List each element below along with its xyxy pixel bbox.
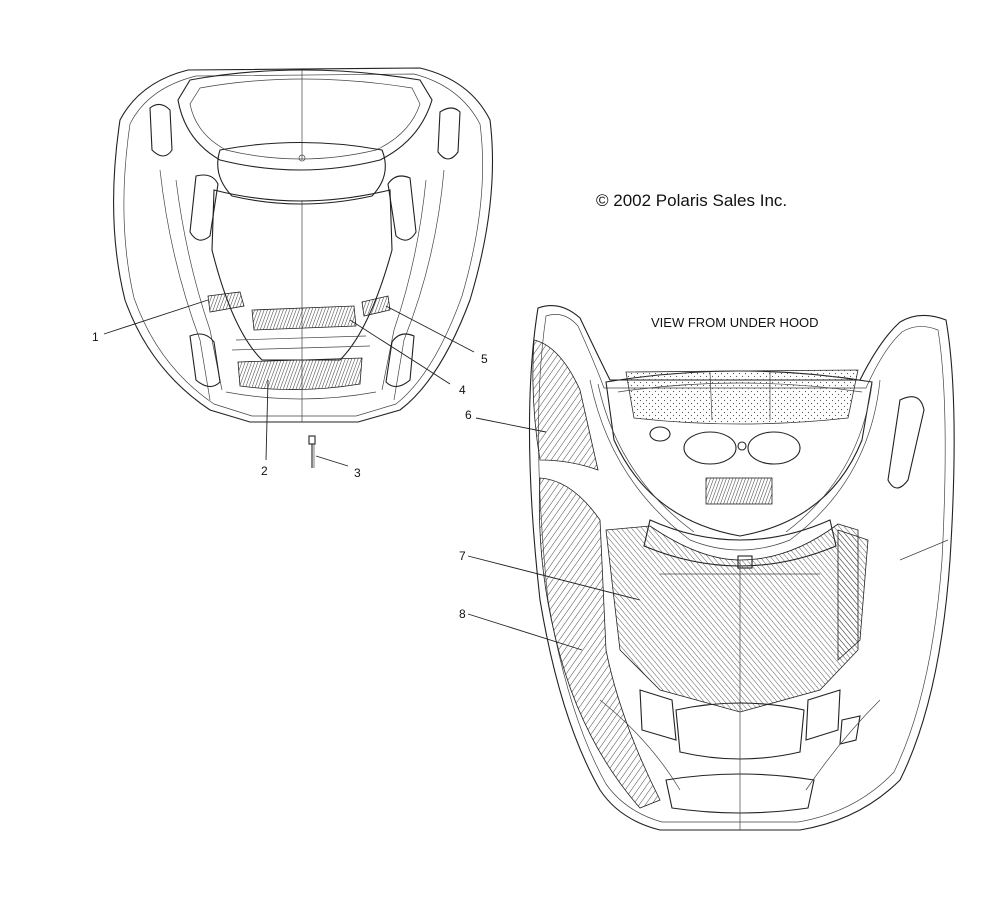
leaders-under xyxy=(467,417,641,651)
callout-7: 7 xyxy=(459,549,466,563)
liner-8 xyxy=(538,477,661,809)
leaders-top xyxy=(103,299,475,467)
hood-top-view xyxy=(113,67,493,468)
copyright-notice: © 2002 Polaris Sales Inc. xyxy=(596,191,788,210)
liner-6 xyxy=(532,339,599,471)
callout-8: 8 xyxy=(459,607,466,621)
callout-6: 6 xyxy=(465,408,472,422)
callout-3: 3 xyxy=(354,466,361,480)
callout-4: 4 xyxy=(459,383,466,397)
rivet-part-3 xyxy=(308,435,316,468)
view-label: VIEW FROM UNDER HOOD xyxy=(651,315,819,330)
decal-4 xyxy=(251,305,357,331)
decal-5 xyxy=(361,295,391,317)
hood-under-view xyxy=(528,305,955,831)
callout-5: 5 xyxy=(481,352,488,366)
decal-2 xyxy=(237,357,363,390)
decal-1 xyxy=(207,291,245,313)
callout-1: 1 xyxy=(92,330,99,344)
callout-2: 2 xyxy=(261,464,268,478)
liner-7 xyxy=(605,523,859,713)
